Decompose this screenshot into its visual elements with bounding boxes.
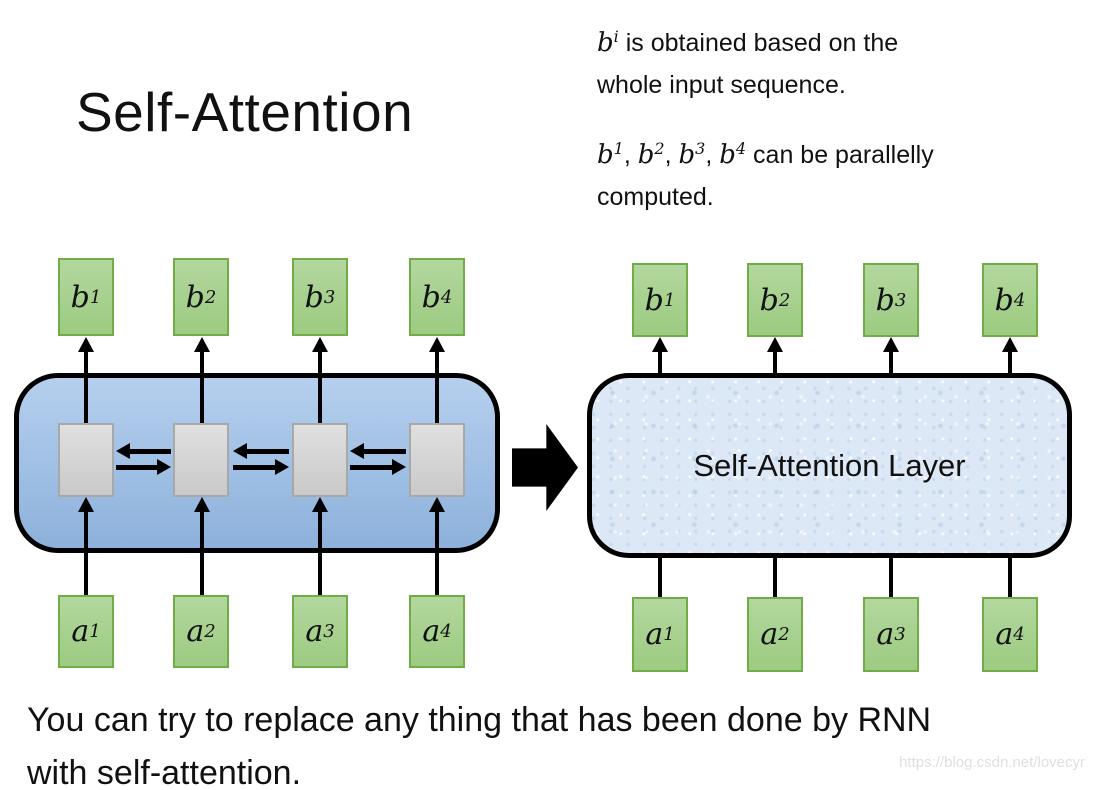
connector-line — [773, 557, 777, 597]
arrow-left-icon — [233, 443, 247, 459]
arrow-up-icon — [312, 337, 328, 352]
rnn-cell-2 — [173, 423, 229, 497]
connector-line — [435, 350, 439, 423]
connector-line — [200, 350, 204, 423]
note-parallel-text: can be parallelly — [746, 141, 934, 169]
connector-line — [363, 449, 406, 454]
page-title: Self-Attention — [76, 81, 414, 143]
bottom-caption-line2: with self-attention. — [27, 754, 302, 790]
separator: , — [623, 141, 638, 169]
note-obtained: bi is obtained based on the whole input s… — [597, 16, 1075, 106]
arrow-up-icon — [312, 497, 328, 512]
connector-line — [318, 510, 322, 595]
connector-line — [129, 449, 171, 454]
arrow-up-icon — [429, 337, 445, 352]
connector-line — [233, 465, 276, 470]
math-b-sup: i — [613, 27, 619, 46]
watermark-url: https://blog.csdn.net/lovecyr — [899, 754, 1085, 771]
connector-line — [658, 350, 662, 374]
math-b1: b — [597, 140, 614, 170]
arrow-up-icon — [767, 337, 783, 352]
connector-line — [200, 510, 204, 595]
bottom-caption: You can try to replace any thing that ha… — [27, 694, 931, 790]
connector-line — [658, 557, 662, 597]
arrow-right-icon — [392, 459, 406, 475]
math-b2: b — [637, 140, 655, 170]
arrow-right-icon — [275, 459, 289, 475]
math-b: b — [597, 28, 614, 58]
arrow-up-icon — [194, 497, 210, 512]
arrow-up-icon — [429, 497, 445, 512]
note-obtained-text: is obtained based on the — [618, 29, 899, 57]
connector-line — [350, 465, 393, 470]
arrow-up-icon — [194, 337, 210, 352]
separator: , — [664, 141, 679, 169]
self-attention-layer-box: Self-Attention Layer — [587, 373, 1072, 558]
connector-line — [435, 510, 439, 595]
arrow-up-icon — [1002, 337, 1018, 352]
arrow-up-icon — [883, 337, 899, 352]
note-obtained-line2: whole input sequence. — [597, 71, 846, 99]
transform-arrow-icon — [512, 424, 578, 511]
connector-line — [1008, 557, 1012, 597]
arrow-right-icon — [157, 459, 171, 475]
note-parallel-line2: computed. — [597, 183, 714, 211]
connector-line — [318, 350, 322, 423]
self-attention-layer-label: Self-Attention Layer — [693, 447, 966, 483]
rnn-cell-1 — [58, 423, 114, 497]
connector-line — [889, 350, 893, 374]
arrow-left-icon — [350, 443, 364, 459]
connector-line — [84, 350, 88, 423]
connector-line — [773, 350, 777, 374]
arrow-up-icon — [652, 337, 668, 352]
math-b4: b — [719, 140, 736, 170]
connector-line — [889, 557, 893, 597]
arrow-up-icon — [78, 337, 94, 352]
connector-line — [1008, 350, 1012, 374]
rnn-cell-3 — [292, 423, 348, 497]
arrow-up-icon — [78, 497, 94, 512]
rnn-cell-4 — [409, 423, 465, 497]
connector-line — [116, 465, 158, 470]
math-b3: b — [678, 140, 696, 170]
bottom-caption-line1: You can try to replace any thing that ha… — [27, 701, 932, 739]
connector-line — [84, 510, 88, 595]
connector-line — [246, 449, 289, 454]
separator: , — [705, 141, 720, 169]
arrow-left-icon — [116, 443, 130, 459]
